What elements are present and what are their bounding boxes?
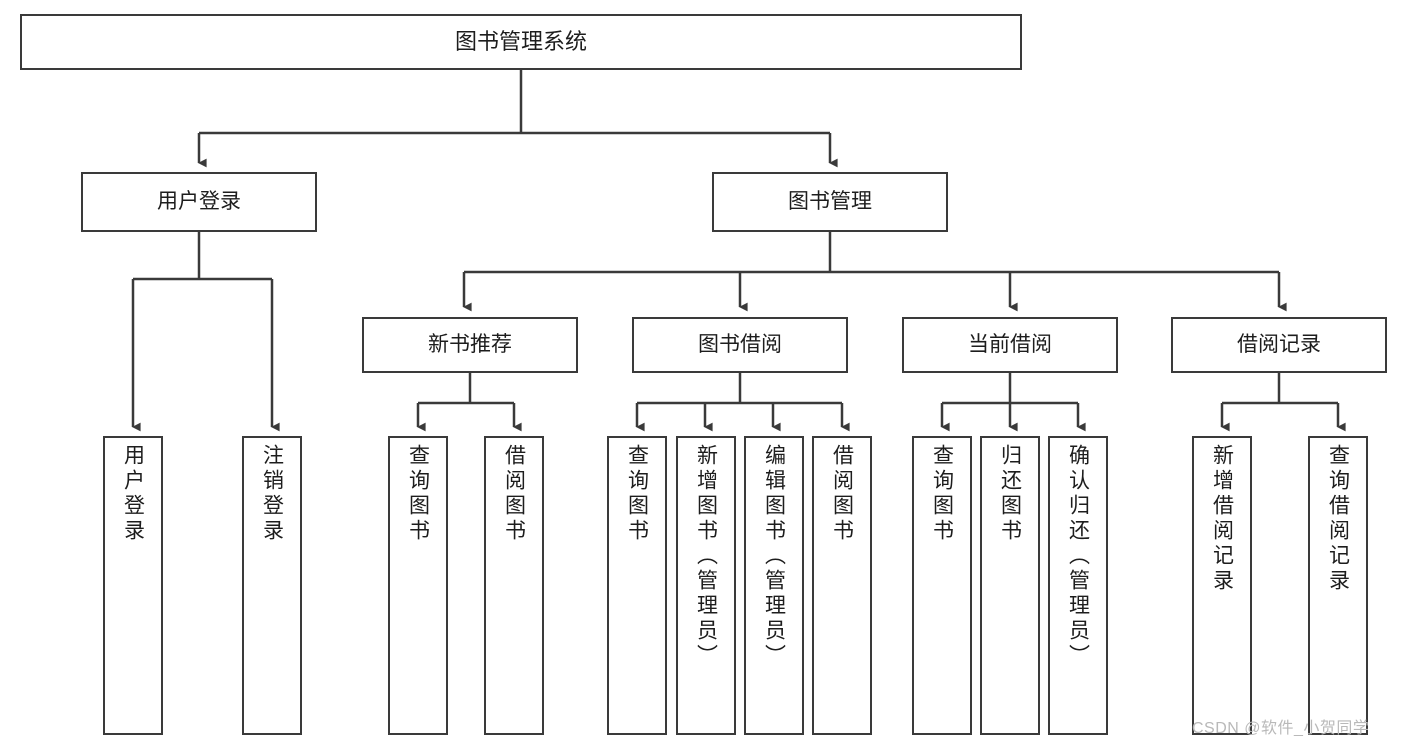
node-label: 借阅记录 (1237, 333, 1321, 357)
leaf-user-login-login[interactable]: 用户登录 (103, 436, 163, 735)
node-label: 查询借阅记录 (1326, 444, 1350, 594)
node-label: 查询图书 (930, 444, 954, 544)
node-label: 查询图书 (406, 444, 430, 544)
leaf-current-query-book[interactable]: 查询图书 (912, 436, 972, 735)
node-label: 借阅图书 (830, 444, 854, 544)
leaf-current-confirm-return-admin[interactable]: 确认归还（管理员） (1048, 436, 1108, 735)
node-label: 新增借阅记录 (1210, 444, 1234, 594)
node-label: 用户登录 (121, 444, 145, 544)
node-root-system[interactable]: 图书管理系统 (20, 14, 1022, 70)
leaf-current-return-book[interactable]: 归还图书 (980, 436, 1040, 735)
leaf-borrow-edit-book-admin[interactable]: 编辑图书（管理员） (744, 436, 804, 735)
node-label: 编辑图书（管理员） (762, 444, 786, 669)
node-new-book-recommend[interactable]: 新书推荐 (362, 317, 578, 373)
leaf-record-query-record[interactable]: 查询借阅记录 (1308, 436, 1368, 735)
node-label: 归还图书 (998, 444, 1022, 544)
leaf-recommend-query-book[interactable]: 查询图书 (388, 436, 448, 735)
node-book-management[interactable]: 图书管理 (712, 172, 948, 232)
leaf-borrow-query-book[interactable]: 查询图书 (607, 436, 667, 735)
node-current-borrow[interactable]: 当前借阅 (902, 317, 1118, 373)
leaf-user-login-logout[interactable]: 注销登录 (242, 436, 302, 735)
node-user-login[interactable]: 用户登录 (81, 172, 317, 232)
node-label: 确认归还（管理员） (1066, 444, 1090, 669)
leaf-record-add-record[interactable]: 新增借阅记录 (1192, 436, 1252, 735)
node-book-borrow[interactable]: 图书借阅 (632, 317, 848, 373)
node-label: 当前借阅 (968, 333, 1052, 357)
node-label: 图书借阅 (698, 333, 782, 357)
node-label: 用户登录 (157, 190, 241, 214)
leaf-borrow-add-book-admin[interactable]: 新增图书（管理员） (676, 436, 736, 735)
node-label: 注销登录 (260, 444, 284, 544)
node-borrow-record[interactable]: 借阅记录 (1171, 317, 1387, 373)
node-label: 借阅图书 (502, 444, 526, 544)
node-label: 新书推荐 (428, 333, 512, 357)
leaf-borrow-borrow-book[interactable]: 借阅图书 (812, 436, 872, 735)
node-label: 图书管理系统 (454, 28, 587, 54)
node-label: 新增图书（管理员） (694, 444, 718, 669)
node-label: 图书管理 (788, 190, 872, 214)
node-label: 查询图书 (625, 444, 649, 544)
csdn-watermark: CSDN @软件_小贺同学 (1192, 720, 1370, 737)
leaf-recommend-borrow-book[interactable]: 借阅图书 (484, 436, 544, 735)
